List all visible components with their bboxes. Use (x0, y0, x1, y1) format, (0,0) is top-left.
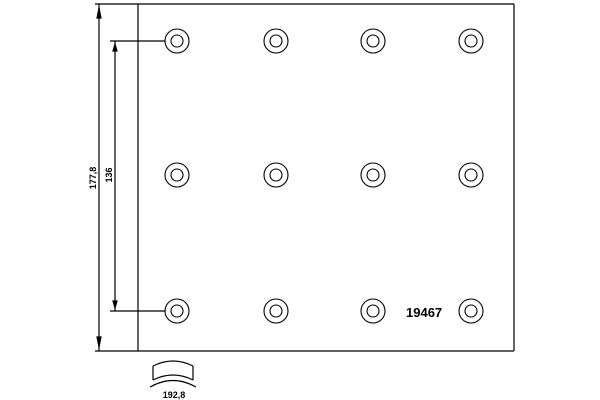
hole (360, 298, 386, 324)
arc-length-label: 192,8 (163, 390, 186, 400)
hole-spacing-label: 136 (104, 167, 114, 182)
hole (263, 28, 289, 54)
overall-height-label: 177,8 (88, 167, 98, 190)
overall-height-dimension (96, 4, 102, 351)
hole (164, 162, 190, 188)
part-number: 19467 (406, 305, 442, 320)
hole (164, 28, 190, 54)
hole (458, 162, 484, 188)
hole (164, 298, 190, 324)
hole (360, 28, 386, 54)
lining-outline (95, 3, 515, 352)
arc-length-symbol (149, 360, 197, 388)
hole (360, 162, 386, 188)
mounting-holes (164, 28, 484, 324)
hole-spacing-dimension (110, 40, 165, 312)
hole (263, 162, 289, 188)
hole (263, 298, 289, 324)
hole (458, 28, 484, 54)
hole (458, 298, 484, 324)
